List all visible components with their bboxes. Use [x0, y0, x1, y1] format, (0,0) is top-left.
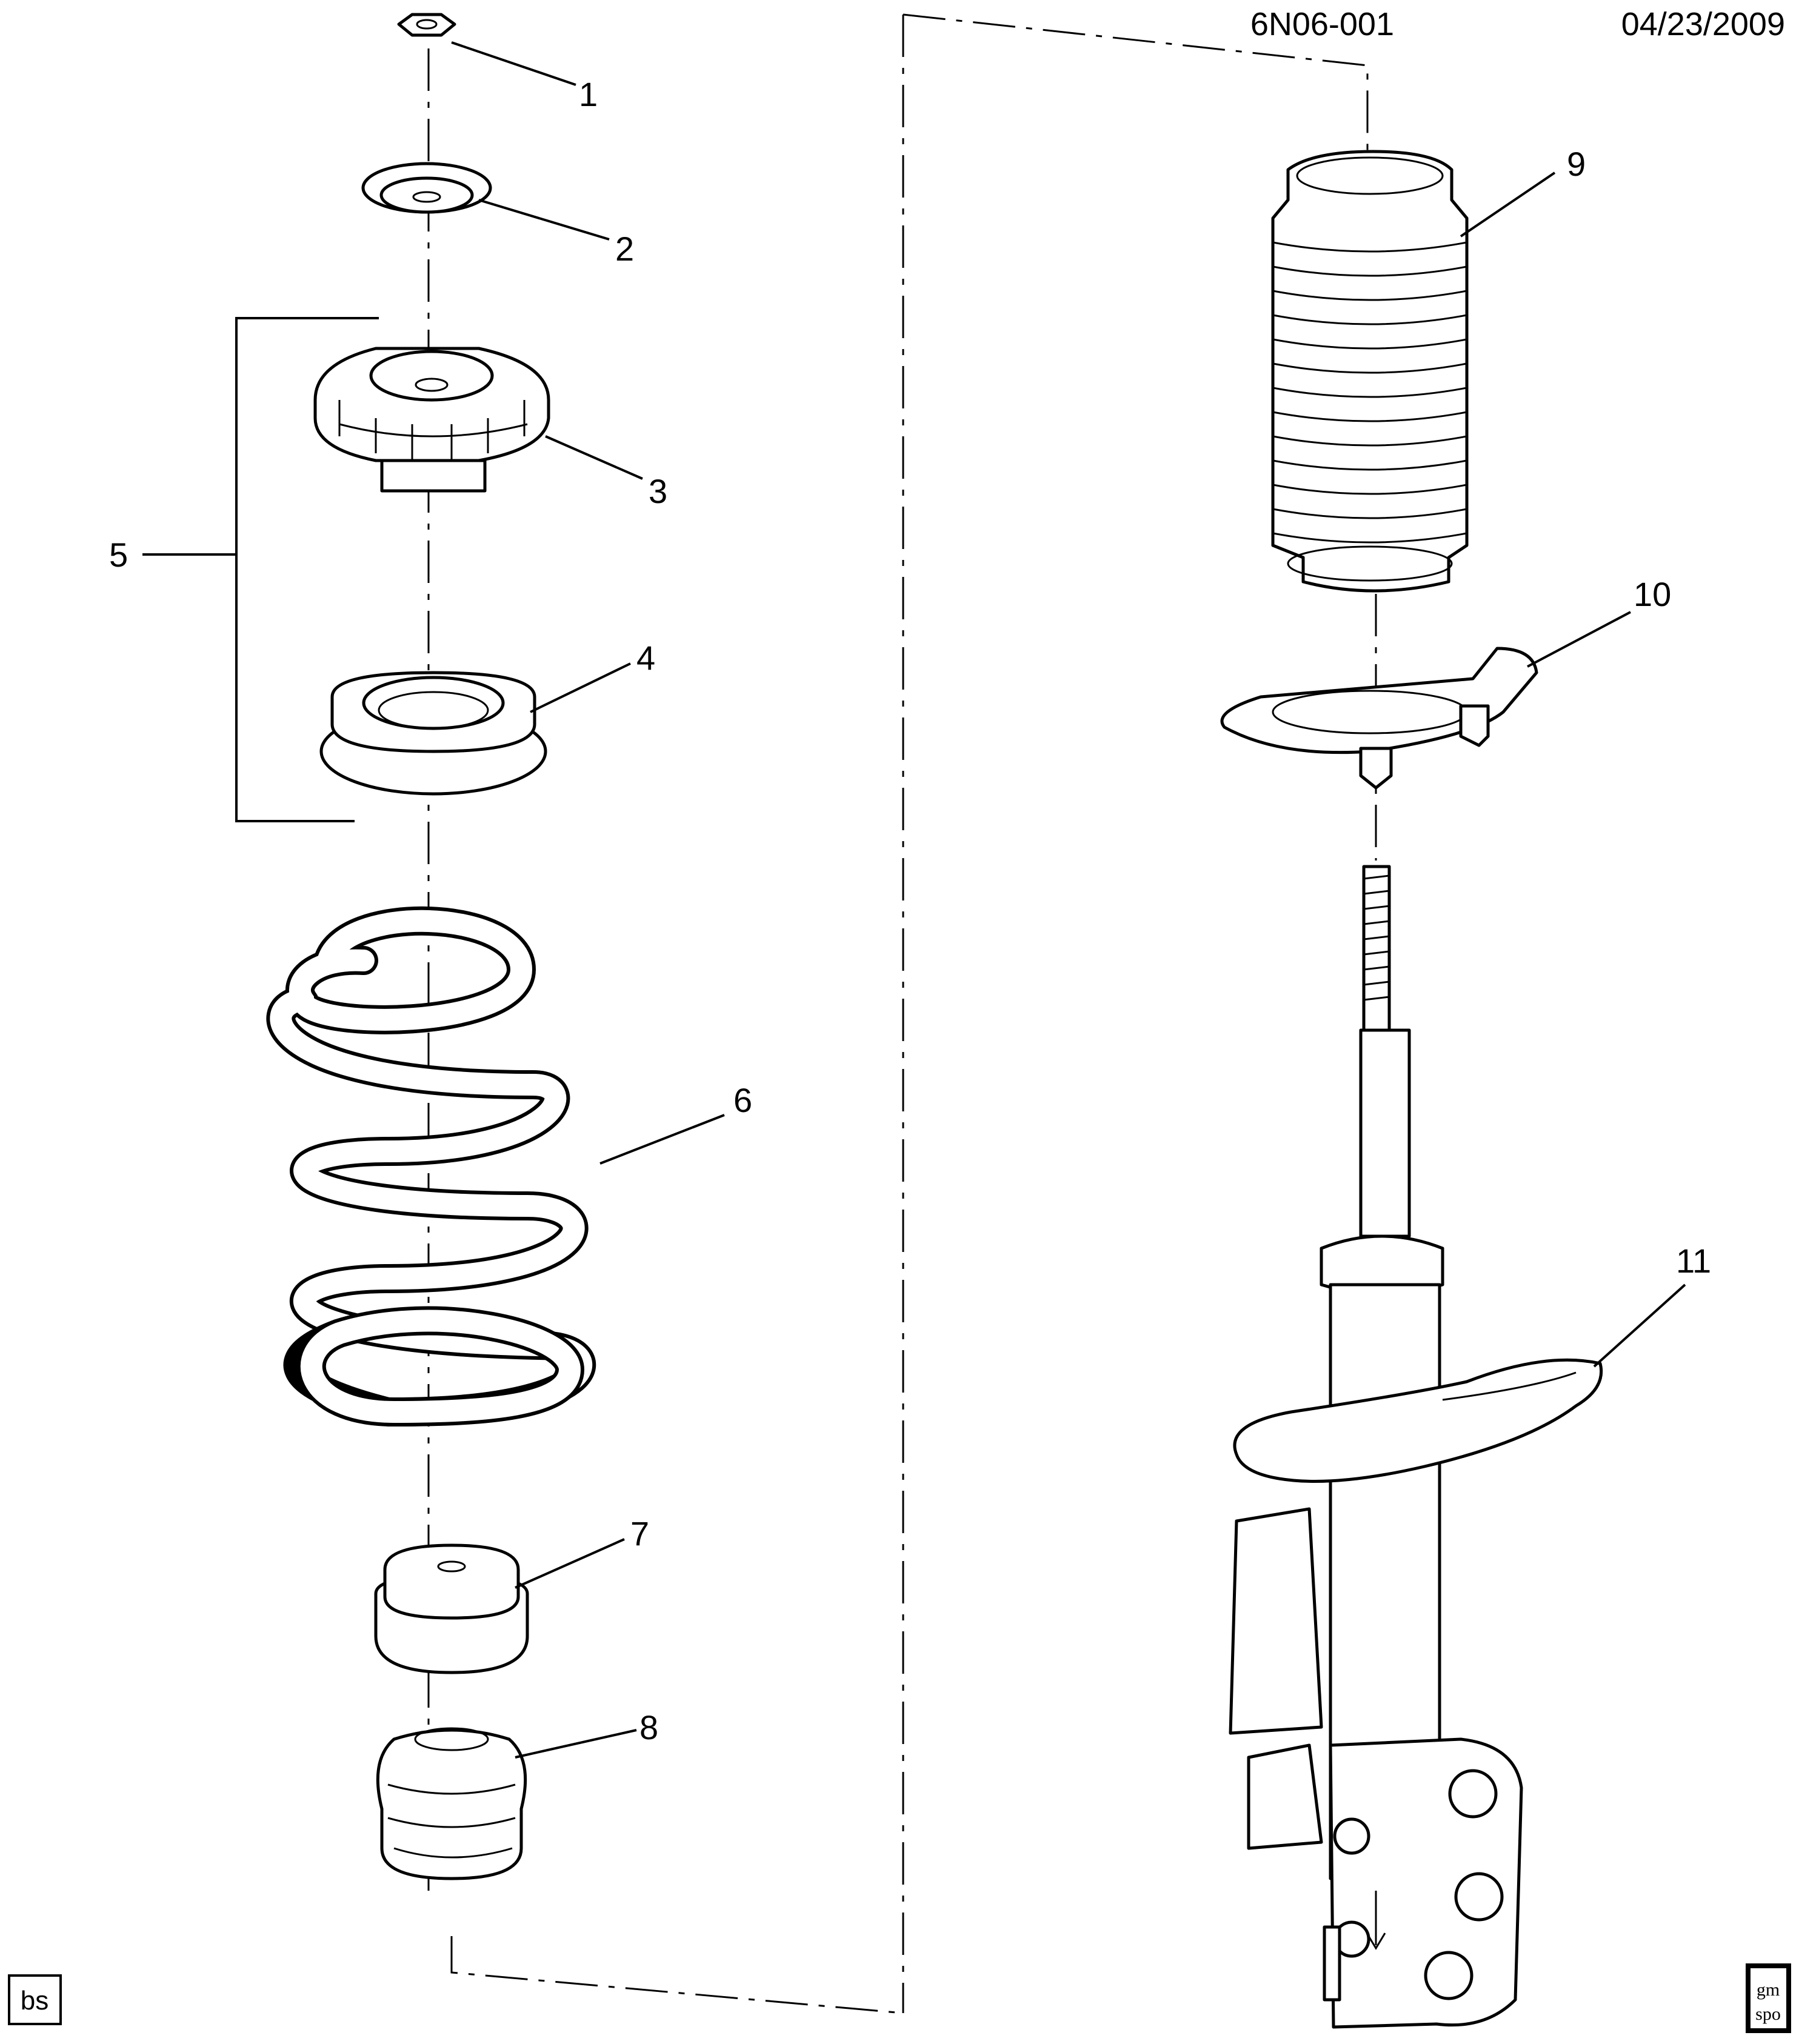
callout-7: 7 — [630, 1514, 649, 1553]
part-9-dust-boot — [1271, 150, 1469, 593]
initials-text: bs — [21, 1986, 48, 2016]
part-1-nut — [397, 13, 456, 37]
leader-8 — [515, 1729, 637, 1759]
callout-6: 6 — [733, 1081, 752, 1119]
leader-6 — [599, 1114, 725, 1165]
logo-line-2: spo — [1755, 2004, 1781, 2024]
callout-2: 2 — [615, 230, 634, 268]
part-3-upper-mount — [313, 347, 550, 493]
gm-spo-logo: gm spo — [1746, 1963, 1791, 2033]
leader-3 — [545, 435, 643, 480]
drawing-id: 6N06-001 — [1250, 6, 1394, 42]
logo-line-1: gm — [1757, 1980, 1780, 2000]
part-4-bearing — [319, 671, 547, 796]
part-2-washer — [361, 162, 492, 214]
strut-piston-rod — [1359, 865, 1411, 1238]
bottom-connector-line — [450, 1936, 904, 2014]
callout-10: 10 — [1634, 575, 1671, 613]
part-8-jounce-bumper — [376, 1727, 527, 1880]
leader-7 — [515, 1538, 625, 1589]
diagram-header: 6N06-001 04/23/2009 — [1250, 6, 1785, 42]
callout-labels: 1 2 3 4 5 6 7 8 9 10 11 — [109, 75, 1711, 1746]
leader-10 — [1527, 611, 1631, 668]
callout-11: 11 — [1676, 1242, 1711, 1280]
top-connector-line — [903, 13, 1369, 158]
callout-3: 3 — [649, 472, 667, 510]
part-10-upper-isolator — [1220, 647, 1538, 790]
leader-1 — [451, 41, 576, 86]
callout-1: 1 — [579, 75, 598, 113]
leader-9 — [1460, 171, 1556, 238]
leader-11 — [1593, 1283, 1686, 1368]
callout-4: 4 — [636, 639, 655, 677]
callout-5: 5 — [109, 536, 128, 574]
callout-8: 8 — [639, 1708, 658, 1746]
part-5-assembly-bracket — [142, 317, 379, 822]
initials-badge: bs — [8, 1974, 62, 2025]
part-6-coil-spring — [266, 906, 596, 1426]
callout-9: 9 — [1567, 145, 1586, 183]
part-11-strut-assembly — [1229, 1234, 1603, 2029]
leader-4 — [530, 662, 631, 713]
leader-2 — [478, 199, 610, 241]
callout-leaders — [451, 41, 1686, 1759]
drawing-date: 04/23/2009 — [1621, 6, 1785, 42]
part-7-lower-insulator — [374, 1543, 529, 1674]
